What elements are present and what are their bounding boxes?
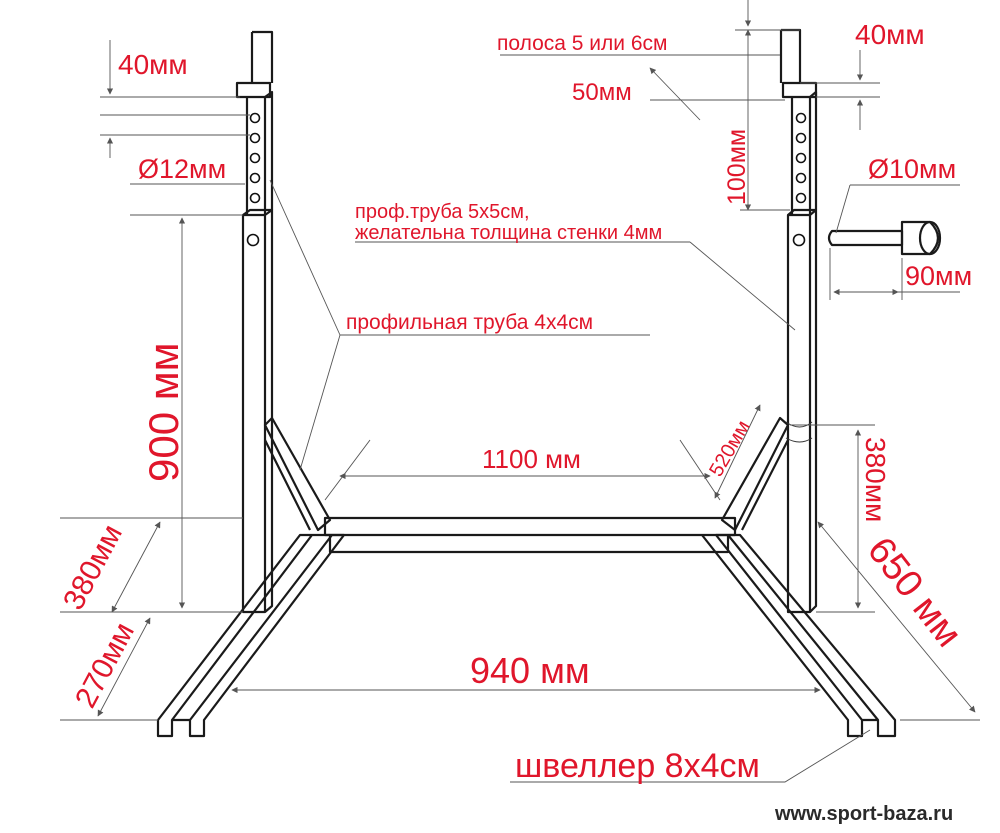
left-upright-inner bbox=[245, 90, 274, 215]
label-strip-size: полоса 5 или 6см bbox=[497, 32, 667, 55]
label-prof-5x5-line1: проф.труба 5х5см, bbox=[355, 201, 530, 223]
hole-left-6 bbox=[246, 233, 260, 247]
label-width-1100: 1100 мм bbox=[482, 444, 581, 474]
label-prof-4x4: профильная труба 4х4см bbox=[346, 311, 593, 334]
hole-left-4 bbox=[249, 172, 261, 184]
label-hole-diameter: Ø12мм bbox=[138, 154, 226, 184]
left-channel-base bbox=[156, 533, 346, 738]
left-hook bbox=[235, 30, 274, 99]
label-hook-50: 50мм bbox=[572, 79, 632, 106]
left-upright bbox=[241, 208, 274, 614]
right-hook bbox=[779, 28, 818, 99]
hole-right-5 bbox=[795, 192, 807, 204]
hole-left-1 bbox=[249, 112, 261, 124]
website-url: www.sport-baza.ru bbox=[774, 803, 953, 825]
label-channel: швеллер 8х4см bbox=[515, 747, 760, 785]
hole-left-2 bbox=[249, 132, 261, 144]
label-depth-650: 650 мм bbox=[859, 530, 970, 655]
label-height-380-right: 380мм bbox=[860, 437, 891, 522]
hole-left-5 bbox=[249, 192, 261, 204]
hole-right-1 bbox=[795, 112, 807, 124]
label-height-900: 900 мм bbox=[140, 343, 187, 483]
right-upright bbox=[786, 208, 818, 614]
label-top-gap-right: 40мм bbox=[855, 19, 925, 50]
dimension-lines bbox=[60, 0, 980, 783]
hole-right-2 bbox=[795, 132, 807, 144]
label-width-940: 940 мм bbox=[470, 650, 590, 691]
label-prof-5x5-line2: желательна толщина стенки 4мм bbox=[355, 222, 662, 244]
label-depth-270: 270мм bbox=[69, 617, 141, 713]
label-top-gap-left: 40мм bbox=[118, 49, 188, 80]
cross-beam bbox=[323, 516, 737, 554]
locking-pin bbox=[827, 220, 942, 256]
right-channel-base bbox=[701, 533, 897, 738]
adjustment-holes bbox=[246, 112, 807, 247]
label-pin-length: 90мм bbox=[905, 261, 972, 291]
hole-right-4 bbox=[795, 172, 807, 184]
hole-right-6 bbox=[792, 233, 806, 247]
label-pin-diameter: Ø10мм bbox=[868, 154, 956, 184]
labels: полоса 5 или 6см 40мм 40мм 50мм Ø12мм 10… bbox=[57, 19, 972, 825]
label-brace-520: 520мм bbox=[705, 417, 754, 481]
left-brace bbox=[263, 416, 332, 532]
hole-left-3 bbox=[249, 152, 261, 164]
rack-frame bbox=[156, 28, 897, 738]
hole-right-3 bbox=[795, 152, 807, 164]
label-height-100: 100мм bbox=[723, 129, 751, 205]
